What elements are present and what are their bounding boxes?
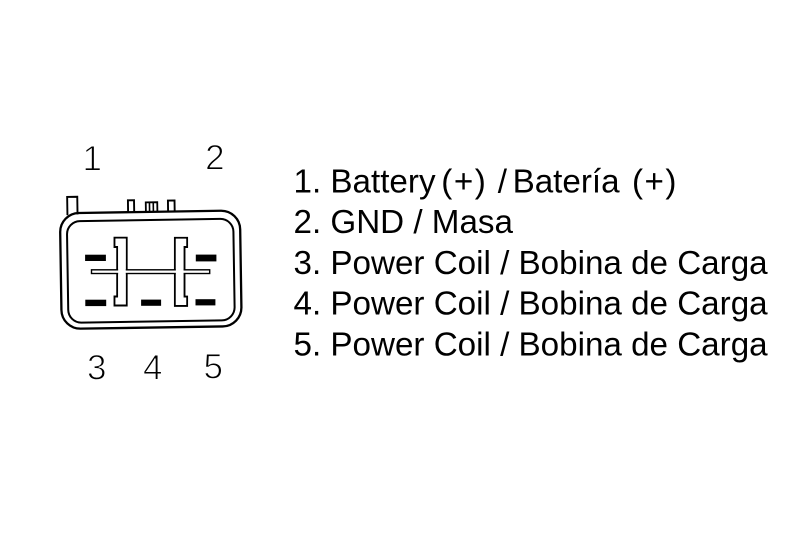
svg-text:(+): (+) bbox=[632, 164, 678, 201]
svg-text:1. Battery: 1. Battery bbox=[294, 164, 436, 201]
svg-text:4: 4 bbox=[143, 349, 162, 388]
svg-text:Batería: Batería bbox=[513, 164, 621, 201]
svg-text:2. GND / Masa: 2. GND / Masa bbox=[294, 204, 514, 241]
svg-text:(+): (+) bbox=[441, 164, 487, 201]
svg-text:2: 2 bbox=[205, 139, 224, 178]
svg-text:1: 1 bbox=[83, 140, 102, 179]
svg-text:3: 3 bbox=[87, 349, 106, 388]
svg-text:4. Power Coil / Bobina de Carg: 4. Power Coil / Bobina de Carga bbox=[294, 286, 769, 323]
svg-text:3. Power Coil / Bobina de Carg: 3. Power Coil / Bobina de Carga bbox=[294, 245, 769, 282]
svg-text:5. Power Coil / Bobina de Carg: 5. Power Coil / Bobina de Carga bbox=[294, 326, 769, 363]
svg-text:5: 5 bbox=[204, 348, 223, 387]
svg-text:/: / bbox=[498, 164, 508, 201]
